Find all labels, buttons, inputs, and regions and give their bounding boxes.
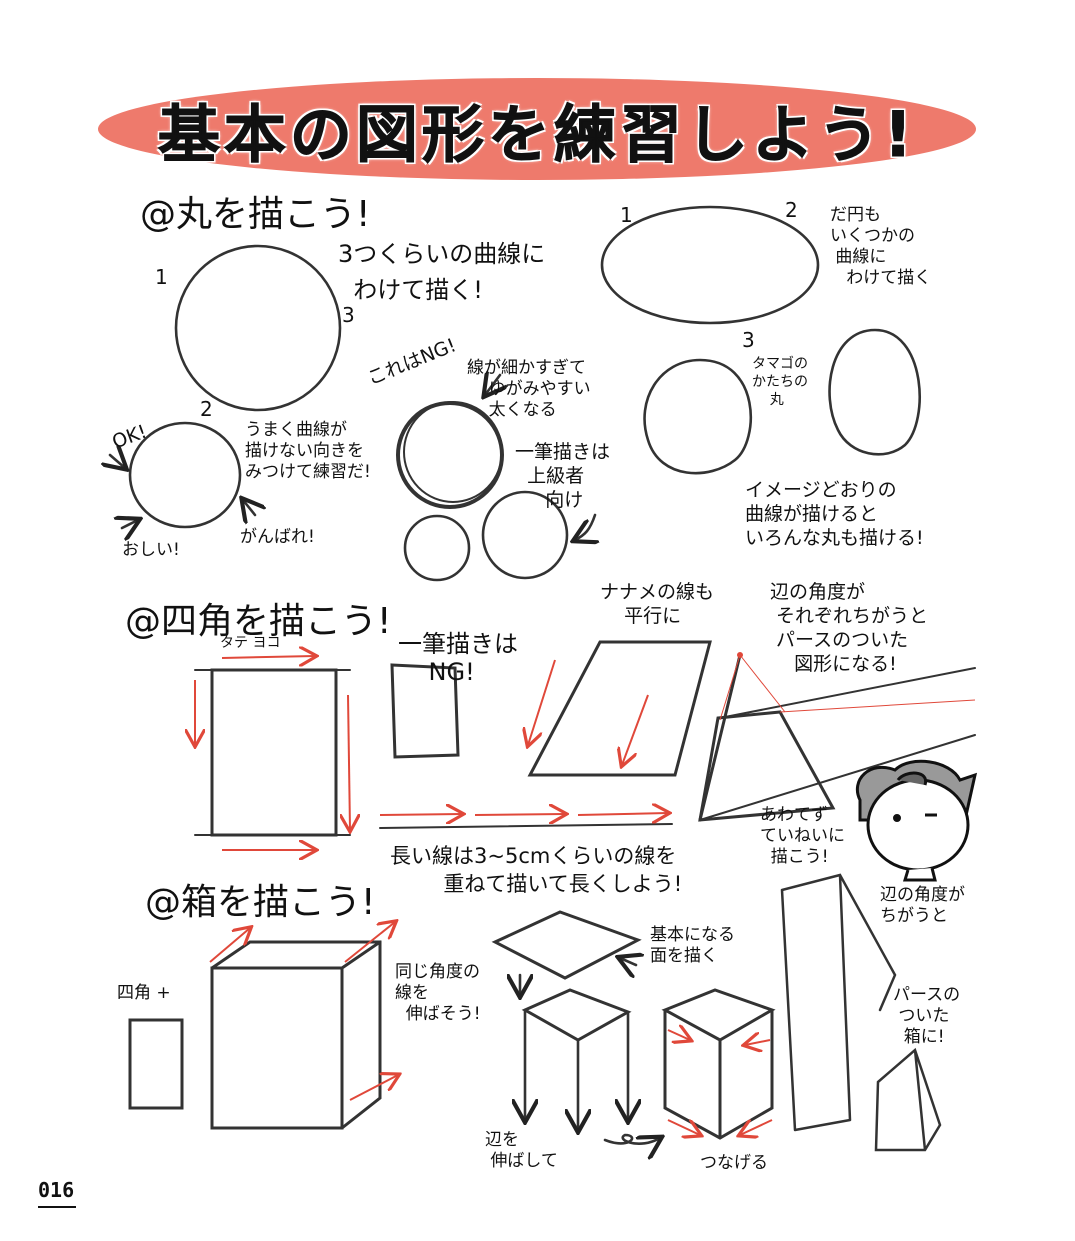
ellipse-label-2: 2 [785,198,798,222]
circle-label-3: 3 [342,303,355,327]
title-banner [98,78,976,180]
section-heading-squares: @四角を描こう! [125,601,392,642]
page-number-underline [38,1206,76,1208]
perspective-tip: 辺の角度が それぞれちがうと パースのついた 図形になる! [770,581,929,675]
section-heading-circles: @丸を描こう! [140,194,371,235]
ng-thick-tip: 線が細かすぎて ゆがみやすい 太くなる [467,358,591,420]
extend-edges-label: 辺を 伸ばして [485,1130,558,1171]
one-stroke-ng: 一筆描きは NG! [398,630,518,686]
square-plus-label: 四角 + [117,983,171,1003]
careful-tip: あわてず ていねいに 描こう! [760,805,845,867]
diagonal-parallel-tip: ナナメの線も 平行に [600,581,715,627]
circle-label-2: 2 [200,397,213,421]
circle-label-1: 1 [155,265,168,289]
connect-label: つなげる [700,1153,768,1173]
same-angle-tip: 同じ角度の 線を 伸ばそう! [395,962,481,1024]
egg-label: タマゴの かたちの 丸 [752,356,808,408]
character-mascot [856,759,978,882]
close-label: おしい! [122,540,180,560]
ok-label: OK! [109,420,150,454]
tate-yoko-label: タテ ヨコ [220,635,281,651]
cheer-label: がんばれ! [240,527,315,547]
practice-tip: うまく曲線が 描けない向きを みつけて練習だ! [245,420,371,482]
practice-circle-large [174,244,342,412]
ng-label: これはNG! [364,334,460,390]
section-heading-boxes: @箱を描こう! [145,882,376,923]
angle-differs-label: 辺の角度が ちがうと [880,885,965,926]
long-line-tip: 長い線は3~5cmくらいの線を 重ねて描いて長くしよう! [390,844,683,896]
one-stroke-tip: 一筆描きは 上級者 向け [515,441,611,511]
image-tip: イメージどおりの 曲線が描けると いろんな丸も描ける! [745,479,924,549]
ellipse-label-3: 3 [742,328,755,352]
page-number: 016 [38,1178,75,1202]
perspective-box-label: パースの ついた 箱に! [893,985,961,1047]
page-title: 基本の図形を練習しよう! [157,98,917,172]
ellipse-label-1: 1 [620,203,633,227]
base-face-tip: 基本になる 面を描く [650,925,735,966]
ellipse-tip: だ円も いくつかの 曲線に わけて描く [830,205,932,288]
tip-three-curves: 3つくらいの曲線に わけて描く! [338,240,546,304]
